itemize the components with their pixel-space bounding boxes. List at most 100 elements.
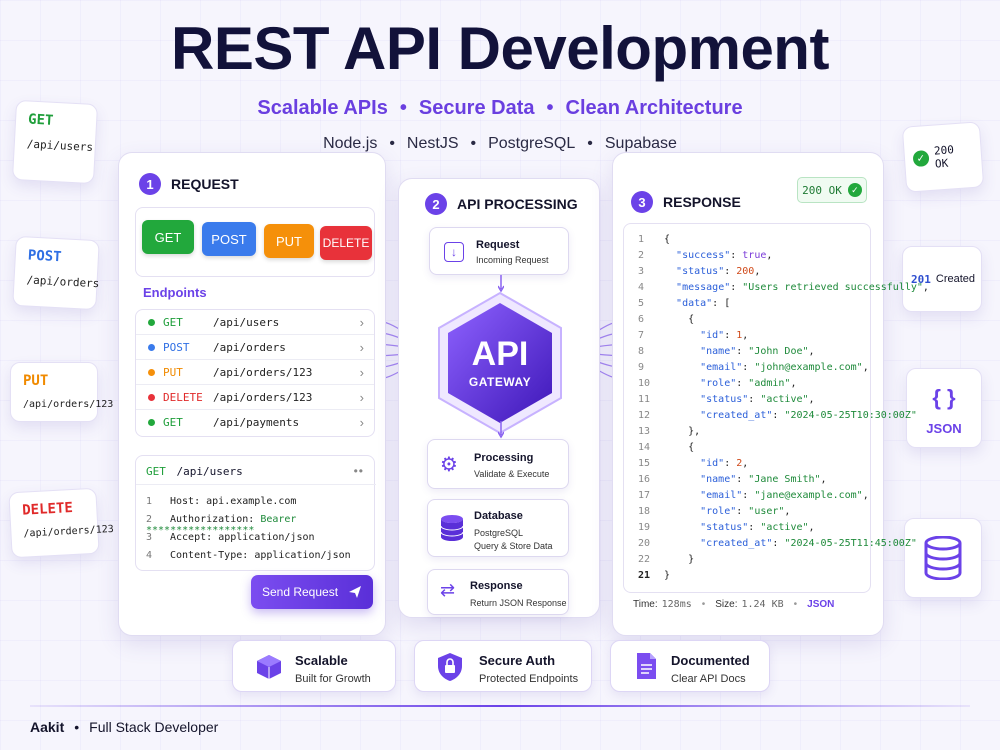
check-icon: ✓ — [912, 150, 930, 168]
endpoint-row[interactable]: DELETE /api/orders/123 › — [136, 385, 374, 410]
stage-title: Request — [476, 239, 520, 251]
step-number: 2 — [425, 193, 447, 215]
code-line: 1{ — [638, 234, 671, 245]
response-code: 1{ 2 "success": true, 3 "status": 200, 4… — [623, 223, 929, 593]
time-label: Time: — [633, 599, 658, 610]
author-role: Full Stack Developer — [89, 719, 219, 735]
endpoint-path: /api/payments — [213, 416, 300, 429]
code-line: 20 "created_at": "2024-05-25T11:45:00Z" — [638, 538, 917, 549]
endpoint-path: /api/users — [213, 315, 280, 329]
code-line: 3 "status": 200, — [638, 266, 761, 277]
request-panel: 1 REQUEST GET POST PUT DELETE Endpoints … — [118, 152, 386, 636]
ok-label: 200 OK — [933, 143, 955, 171]
tech-item: Supabase — [604, 135, 677, 152]
database-stage: Database PostgreSQL Query & Store Data — [427, 499, 569, 557]
more-icon[interactable]: •• — [353, 464, 364, 478]
method-dot — [148, 343, 155, 351]
endpoint-row[interactable]: GET /api/users › — [136, 310, 374, 335]
stage-subtitle: Incoming Request — [476, 255, 549, 265]
hexagon-icon — [438, 291, 562, 435]
response-panel: 3 RESPONSE 200 OK ✓ 1{ 2 "success": true… — [612, 152, 929, 636]
endpoint-method: GET — [163, 416, 183, 429]
endpoint-row[interactable]: GET /api/payments › — [136, 410, 374, 435]
feature-title: Documented — [671, 653, 750, 668]
code-line: 5 "data": [ — [638, 298, 731, 309]
swap-arrows-icon: ⇄ — [440, 580, 456, 600]
arrow-down-icon — [498, 421, 504, 439]
stage-subtitle: PostgreSQL — [474, 528, 524, 538]
code-line: 13 }, — [638, 426, 701, 437]
tagline-item: Scalable APIs — [257, 97, 388, 119]
send-icon — [349, 586, 362, 598]
code-line: 19 "status": "active", — [638, 522, 815, 533]
tech-item: NestJS — [406, 135, 459, 152]
code-line: 21} — [638, 570, 671, 581]
side-card-get: GET /api/users — [11, 99, 99, 185]
endpoint-path: /api/orders — [213, 340, 286, 354]
method-buttons: GET POST PUT DELETE — [135, 207, 375, 277]
request-header: 1 REQUEST — [139, 173, 239, 195]
feature-documented: Documented Clear API Docs — [610, 640, 770, 692]
stage-title: Response — [470, 580, 523, 592]
status-text: 200 OK — [802, 183, 842, 197]
endpoint-row[interactable]: POST /api/orders › — [136, 335, 374, 360]
feature-subtitle: Built for Growth — [295, 673, 371, 685]
json-label: JSON — [926, 421, 962, 436]
request-stage: ↓ Request Incoming Request — [429, 227, 569, 275]
braces-icon: { } — [932, 385, 956, 410]
get-method-button[interactable]: GET — [142, 220, 194, 254]
put-method-button[interactable]: PUT — [264, 224, 314, 258]
response-stage: ⇄ Response Return JSON Response — [427, 569, 569, 615]
footer-divider — [30, 705, 970, 707]
delete-method-button[interactable]: DELETE — [320, 226, 372, 260]
request-title: REQUEST — [171, 176, 239, 192]
endpoint-method: DELETE — [163, 390, 203, 404]
code-line: 17 "email": "jane@example.com", — [638, 490, 869, 501]
editor-path: /api/users — [176, 465, 243, 478]
code-line: 4 "message": "Users retrieved successful… — [638, 282, 929, 293]
send-request-button[interactable]: Send Request — [251, 575, 373, 609]
database-icon — [924, 536, 962, 580]
side-card-path: /api/orders/123 — [23, 523, 115, 540]
response-meta: Time: 128ms • Size: 1.24 KB • JSON — [633, 599, 835, 610]
tagline-item: Secure Data — [418, 97, 535, 119]
database-icon — [440, 515, 464, 541]
response-header: 3 RESPONSE — [631, 191, 741, 213]
side-card-method: DELETE — [21, 500, 74, 519]
code-line: 11 "status": "active", — [638, 394, 815, 405]
time-value: 128ms — [661, 599, 692, 610]
stage-title: Database — [474, 510, 523, 522]
arrow-down-icon — [498, 275, 504, 293]
side-card-path: /api/orders — [26, 273, 100, 291]
code-line: 6 { — [638, 314, 695, 325]
size-label: Size: — [715, 599, 738, 610]
tech-item: Node.js — [323, 135, 378, 152]
code-line: 12 "created_at": "2024-05-25T10:30:00Z" — [638, 410, 917, 421]
method-dot — [148, 368, 155, 376]
side-card-database — [904, 518, 982, 598]
feature-secure-auth: Secure Auth Protected Endpoints — [414, 640, 592, 692]
tech-stack: Node.js•NestJS•PostgreSQL•Supabase — [323, 135, 677, 152]
endpoint-list: GET /api/users › POST /api/orders › PUT … — [135, 309, 375, 437]
code-line: 7 "id": 1, — [638, 330, 749, 341]
stage-subtitle: Validate & Execute — [474, 469, 550, 479]
format-label: JSON — [807, 599, 835, 610]
processing-header: 2 API PROCESSING — [425, 193, 578, 215]
editor-url: GET /api/users — [146, 465, 243, 478]
endpoints-title: Endpoints — [143, 285, 207, 300]
code-line: 16 "name": "Jane Smith", — [638, 474, 827, 485]
api-gateway: API GATEWAY — [435, 291, 565, 435]
side-card-method: GET — [27, 111, 54, 129]
endpoint-method: POST — [163, 340, 190, 354]
post-method-button[interactable]: POST — [202, 222, 256, 256]
page-title: REST API Development — [171, 15, 829, 82]
endpoint-path: /api/orders/123 — [213, 365, 313, 379]
method-dot — [148, 419, 155, 426]
chevron-right-icon: › — [359, 415, 364, 430]
processing-stage: ⚙ Processing Validate & Execute — [427, 439, 569, 489]
endpoint-row[interactable]: PUT /api/orders/123 › — [136, 360, 374, 385]
side-card-path: /api/orders/123 — [23, 399, 114, 410]
